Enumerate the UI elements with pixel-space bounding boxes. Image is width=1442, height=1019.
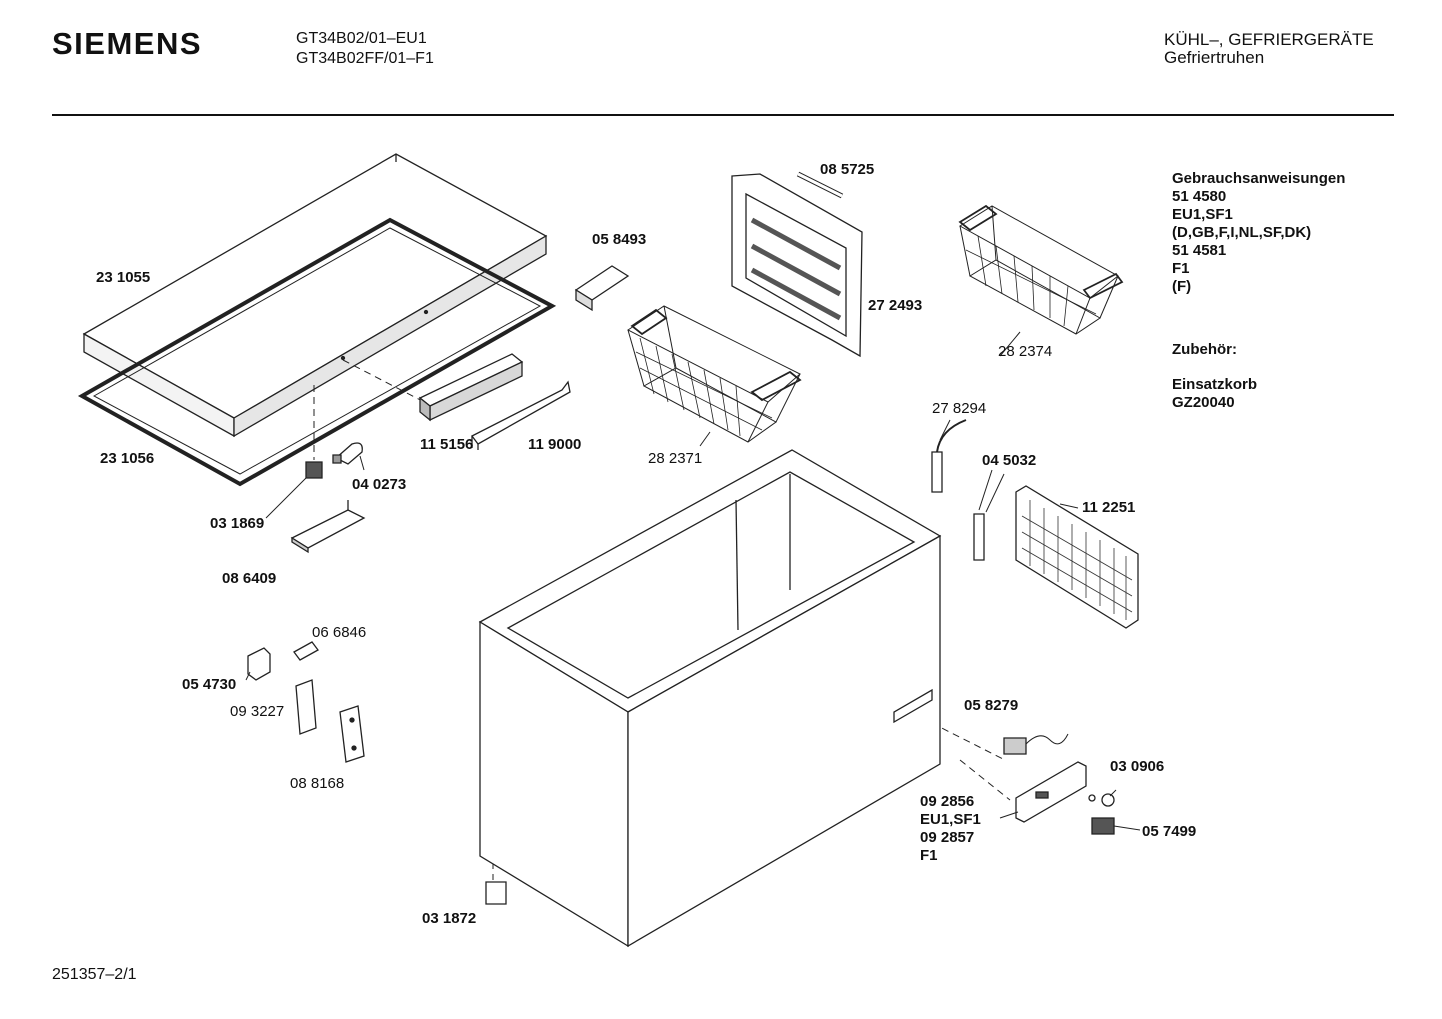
part-label-119000[interactable]: 11 9000	[528, 436, 582, 453]
instructions-code-1: 51 4580	[1172, 188, 1227, 205]
hinge-bracket-part[interactable]	[248, 648, 270, 680]
part-label-045032[interactable]: 04 5032	[982, 452, 1037, 469]
instructions-heading: Gebrauchsanweisungen	[1172, 170, 1346, 187]
sensor-part[interactable]	[932, 420, 966, 492]
part-label-031869[interactable]: 03 1869	[210, 515, 265, 532]
thermostat-part[interactable]	[1004, 734, 1068, 754]
accessories-heading: Zubehör:	[1172, 341, 1237, 358]
instructions-code-2: 51 4581	[1172, 242, 1227, 259]
part-label-086409[interactable]: 08 6409	[222, 570, 277, 587]
rod-part[interactable]	[798, 174, 842, 196]
accessory-name: Einsatzkorb	[1172, 376, 1258, 393]
part-label-115156[interactable]: 11 5156	[420, 436, 474, 453]
knob-part[interactable]	[1089, 794, 1114, 806]
part-label-282371[interactable]: 28 2371	[648, 450, 703, 467]
part-label-231055[interactable]: 23 1055	[96, 269, 151, 286]
part-label-030906[interactable]: 03 0906	[1110, 758, 1165, 775]
part-label-278294[interactable]: 27 8294	[932, 400, 987, 417]
part-label-092856[interactable]: 09 2856	[920, 793, 975, 810]
part-label-092857-variant: F1	[920, 847, 938, 864]
part-label-040273[interactable]: 04 0273	[352, 476, 407, 493]
hinge-clip-top-part[interactable]	[576, 266, 628, 310]
part-label-057499[interactable]: 05 7499	[1142, 823, 1197, 840]
part-label-231056[interactable]: 23 1056	[100, 450, 155, 467]
foot-part[interactable]	[486, 882, 506, 904]
siemens-logo: SIEMENS	[52, 26, 203, 61]
model-number-eu1: GT34B02/01–EU1	[296, 30, 427, 47]
hinge-plate-part[interactable]	[296, 680, 316, 734]
part-label-092856-variant: EU1,SF1	[920, 811, 981, 828]
part-label-031872[interactable]: 03 1872	[422, 910, 477, 927]
part-label-066846[interactable]: 06 6846	[312, 624, 367, 641]
lid-part[interactable]	[84, 154, 546, 436]
tube-part[interactable]	[974, 470, 992, 560]
document-number: 251357–2/1	[52, 966, 137, 983]
part-label-088168[interactable]: 08 8168	[290, 775, 345, 792]
lamp-cover-part[interactable]	[292, 500, 364, 552]
category-title: KÜHL–, GEFRIERGERÄTE	[1164, 30, 1374, 49]
control-panel-part[interactable]	[1016, 762, 1086, 822]
part-label-058279[interactable]: 05 8279	[964, 697, 1019, 714]
basket-top-right-part[interactable]	[960, 206, 1122, 334]
divider-part[interactable]	[732, 174, 862, 356]
instructions-languages-1: (D,GB,F,I,NL,SF,DK)	[1172, 224, 1312, 241]
basket-part[interactable]	[628, 306, 800, 442]
hinge-part[interactable]	[340, 706, 364, 762]
part-label-282374[interactable]: 28 2374	[998, 343, 1053, 360]
part-label-112251[interactable]: 11 2251	[1082, 499, 1136, 516]
part-label-054730[interactable]: 05 4730	[182, 676, 237, 693]
freezer-cabinet	[480, 450, 940, 946]
subcategory-title: Gefriertruhen	[1164, 48, 1265, 67]
handle-part[interactable]	[420, 354, 522, 420]
instructions-variant-1: EU1,SF1	[1172, 206, 1233, 223]
model-number-f1: GT34B02FF/01–F1	[296, 50, 434, 67]
lamp-holder-part[interactable]	[306, 462, 322, 478]
instructions-variant-2: F1	[1172, 260, 1190, 277]
hinge-clip-part[interactable]	[294, 642, 318, 660]
lid-seal-part[interactable]	[82, 220, 552, 484]
accessory-code: GZ20040	[1172, 394, 1235, 411]
grille-part[interactable]	[1016, 486, 1138, 628]
part-label-272493[interactable]: 27 2493	[868, 297, 923, 314]
handle-cover-part[interactable]	[472, 382, 570, 450]
part-label-085725[interactable]: 08 5725	[820, 161, 875, 178]
switch-part[interactable]	[1092, 818, 1114, 834]
part-label-092857[interactable]: 09 2857	[920, 829, 975, 846]
header-divider	[52, 114, 1394, 116]
lamp-part[interactable]	[333, 443, 362, 464]
part-label-093227[interactable]: 09 3227	[230, 703, 285, 720]
instructions-languages-2: (F)	[1172, 278, 1192, 295]
part-label-058493[interactable]: 05 8493	[592, 231, 647, 248]
